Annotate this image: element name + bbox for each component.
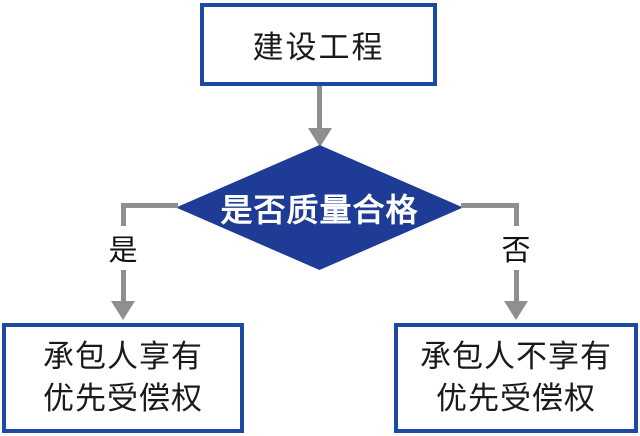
connector-line-top — [317, 86, 322, 129]
arrow-down-icon — [111, 301, 135, 320]
connector-line-no-horizontal — [461, 203, 519, 208]
outcome-yes-line2: 优先受偿权 — [43, 381, 203, 416]
arrow-down-icon — [308, 128, 332, 147]
outcome-box-no-priority-right: 承包人不享有 优先受偿权 — [394, 323, 638, 433]
arrow-down-icon — [504, 301, 528, 320]
outcome-no-line2: 优先受偿权 — [436, 381, 596, 416]
outcome-yes-line1: 承包人享有 — [43, 339, 203, 374]
decision-diamond: 是否质量合格 — [176, 145, 463, 270]
outcome-box-priority-right: 承包人享有 优先受偿权 — [2, 323, 244, 433]
outcome-no-line1: 承包人不享有 — [420, 339, 612, 374]
decision-diamond-label: 是否质量合格 — [220, 191, 419, 228]
branch-label-yes-text: 是 — [108, 235, 138, 267]
branch-label-yes: 是 — [105, 226, 141, 270]
branch-label-no: 否 — [498, 226, 534, 270]
process-box-construction: 建设工程 — [200, 3, 437, 86]
connector-line-yes-horizontal — [121, 203, 178, 208]
process-box-construction-label: 建设工程 — [252, 30, 385, 65]
branch-label-no-text: 否 — [501, 235, 531, 267]
